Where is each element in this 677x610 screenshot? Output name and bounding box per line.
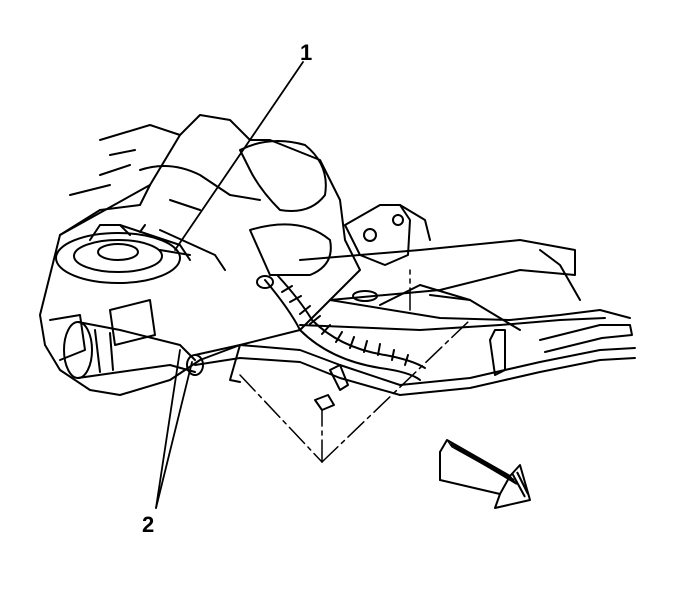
line-clip xyxy=(314,364,349,411)
filler-neck xyxy=(63,321,204,379)
mount-bracket xyxy=(344,204,431,266)
front-direction-arrow xyxy=(439,439,531,509)
arrow-shading xyxy=(449,443,529,498)
fuel-pump-module xyxy=(55,224,191,284)
corrugated-hose xyxy=(256,275,426,381)
callout-leaders xyxy=(155,61,304,509)
frame-rails xyxy=(299,239,631,331)
callout-1-label: 1 xyxy=(300,40,313,65)
leader-lines xyxy=(239,269,471,463)
fuel-lines xyxy=(194,324,636,396)
callout-2-label: 2 xyxy=(142,512,155,537)
